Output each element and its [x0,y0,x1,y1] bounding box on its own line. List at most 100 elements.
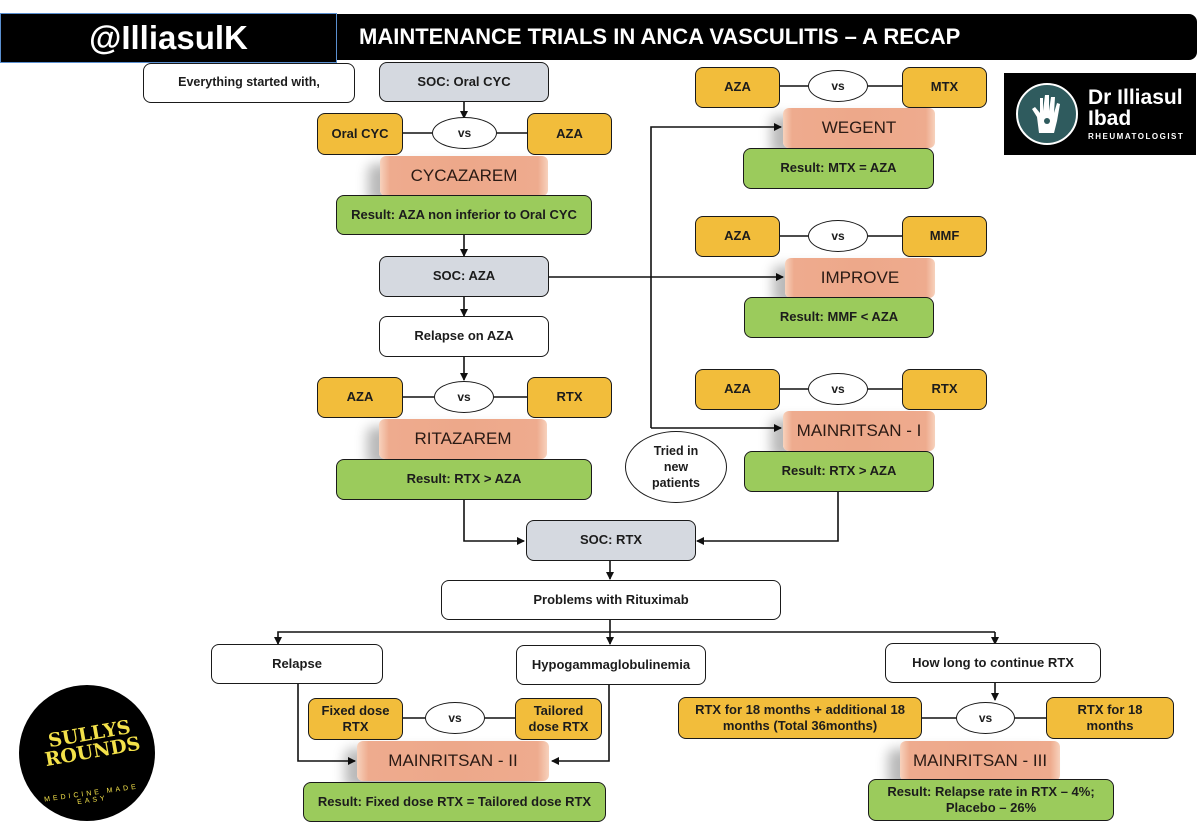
comparator-text: AZA [346,389,374,405]
handle-banner: @IlliasulK [0,13,337,63]
hypogamma-text: Hypogammaglobulinemia [531,656,691,672]
vs-text: vs [457,390,471,404]
doctor-name-line2: Ibad [1088,107,1132,130]
trial-name: WEGENT [821,118,897,138]
doctor-name-line1: Dr Illiasul [1088,86,1183,109]
result-mainritsan-2: Result: Fixed dose RTX = Tailored dose R… [303,782,606,822]
trial-name: MAINRITSAN - III [912,751,1048,771]
trial-improve: IMPROVE [785,258,935,298]
vs-ellipse: vs [808,70,868,102]
doctor-name-block: Dr Illiasul Ibad RHEUMATOLOGIST [1088,87,1184,141]
soc-oral-cyc-text: SOC: Oral CYC [417,73,511,89]
comparator-left: Oral CYC [317,113,403,155]
trial-name: RITAZAREM [414,429,512,449]
trial-wegent: WEGENT [783,108,935,148]
result-text: Result: AZA non inferior to Oral CYC [351,206,577,222]
vs-ellipse: vs [808,220,868,252]
problems-box: Problems with Rituximab [441,580,781,620]
comparator-left: Fixed dose RTX [308,698,403,740]
comparator-left: AZA [317,377,403,418]
vs-text: vs [457,126,472,140]
soc-rtx-box: SOC: RTX [526,520,696,561]
comparator-right: RTX [902,369,987,410]
intro-box: Everything started with, [143,63,355,103]
result-text: Result: Fixed dose RTX = Tailored dose R… [317,793,592,809]
comparator-text: Fixed dose RTX [321,702,390,734]
comparator-left: AZA [695,67,780,108]
vs-ellipse: vs [956,702,1015,734]
comparator-right: MMF [902,216,987,257]
tried-in-new-patients-ellipse: Tried in new patients [625,431,727,503]
how-long-text: How long to continue RTX [912,654,1074,670]
trial-mainritsan-2: MAINRITSAN - II [357,741,549,781]
trial-cycazarem: CYCAZAREM [380,156,548,196]
vs-ellipse: vs [434,381,494,413]
comparator-text: AZA [556,125,583,141]
relapse-text: Relapse [272,655,322,671]
doctor-logo: Dr Illiasul Ibad RHEUMATOLOGIST [1004,73,1196,155]
relapse-on-aza-text: Relapse on AZA [414,328,514,344]
result-text: Result: RTX > AZA [781,463,897,479]
result-text: Result: Relapse rate in RTX – 4%; Placeb… [887,783,1095,815]
vs-text: vs [831,229,845,243]
trial-mainritsan-3: MAINRITSAN - III [900,741,1060,781]
problems-text: Problems with Rituximab [533,591,689,607]
arrow-ritazarem-to-soc-rtx [463,500,525,545]
how-long-box: How long to continue RTX [885,643,1101,683]
doctor-subtitle: RHEUMATOLOGIST [1088,132,1185,141]
comparator-left: AZA [695,216,780,257]
result-text: Result: MMF < AZA [779,309,899,325]
comparator-text: MMF [929,228,960,244]
relapse-on-aza-box: Relapse on AZA [379,316,549,357]
trial-name: CYCAZAREM [410,166,518,186]
comparator-text: AZA [724,381,751,397]
trial-name: IMPROVE [820,268,900,288]
comparator-text: RTX [931,381,958,397]
comparator-text: Oral CYC [331,125,389,141]
result-text: Result: MTX = AZA [780,160,897,176]
comparator-text: RTX for 18 months + additional 18 months… [695,701,905,733]
vs-ellipse: vs [425,702,485,734]
handle-text: @IlliasulK [89,19,248,56]
arrow-mainritsan1-to-soc-rtx [696,492,839,545]
comparator-right: RTX for 18 months [1046,697,1174,739]
result-cycazarem: Result: AZA non inferior to Oral CYC [336,195,592,235]
trial-ritazarem: RITAZAREM [379,419,547,459]
soc-rtx-text: SOC: RTX [579,532,643,548]
comparator-left: RTX for 18 months + additional 18 months… [678,697,922,739]
trial-name: MAINRITSAN - I [796,421,922,441]
result-wegent: Result: MTX = AZA [743,148,934,189]
arrow-to-wegent [650,123,782,428]
result-mainritsan-1: Result: RTX > AZA [744,451,934,492]
vs-text: vs [448,711,462,725]
result-improve: Result: MMF < AZA [744,297,934,338]
trial-name: MAINRITSAN - II [388,751,518,771]
vs-text: vs [831,79,845,93]
comparator-text: RTX for 18 months [1077,701,1143,733]
soc-aza-text: SOC: AZA [432,268,496,284]
soc-oral-cyc-box: SOC: Oral CYC [379,62,549,102]
comparator-right: Tailored dose RTX [515,698,602,740]
vs-text: vs [978,711,993,725]
comparator-text: Tailored dose RTX [528,702,589,734]
comparator-text: MTX [930,79,959,95]
tried-in-new-patients-text: Tried in new patients [652,443,700,491]
comparator-right: RTX [527,377,612,418]
vs-ellipse: vs [432,117,497,149]
intro-text: Everything started with, [178,75,320,90]
vs-ellipse: vs [808,373,868,405]
trial-mainritsan-1: MAINRITSAN - I [783,411,935,451]
comparator-right: MTX [902,67,987,108]
hand-joint-icon [1016,83,1078,145]
result-mainritsan-3: Result: Relapse rate in RTX – 4%; Placeb… [868,779,1114,821]
relapse-box: Relapse [211,644,383,684]
title-banner: MAINTENANCE TRIALS IN ANCA VASCULITIS – … [337,14,1197,60]
soc-aza-box: SOC: AZA [379,256,549,297]
comparator-text: AZA [724,228,751,244]
comparator-right: AZA [527,113,612,155]
page-title: MAINTENANCE TRIALS IN ANCA VASCULITIS – … [359,24,961,49]
vs-text: vs [831,382,845,396]
result-text: Result: RTX > AZA [406,471,522,487]
comparator-text: AZA [724,79,751,95]
